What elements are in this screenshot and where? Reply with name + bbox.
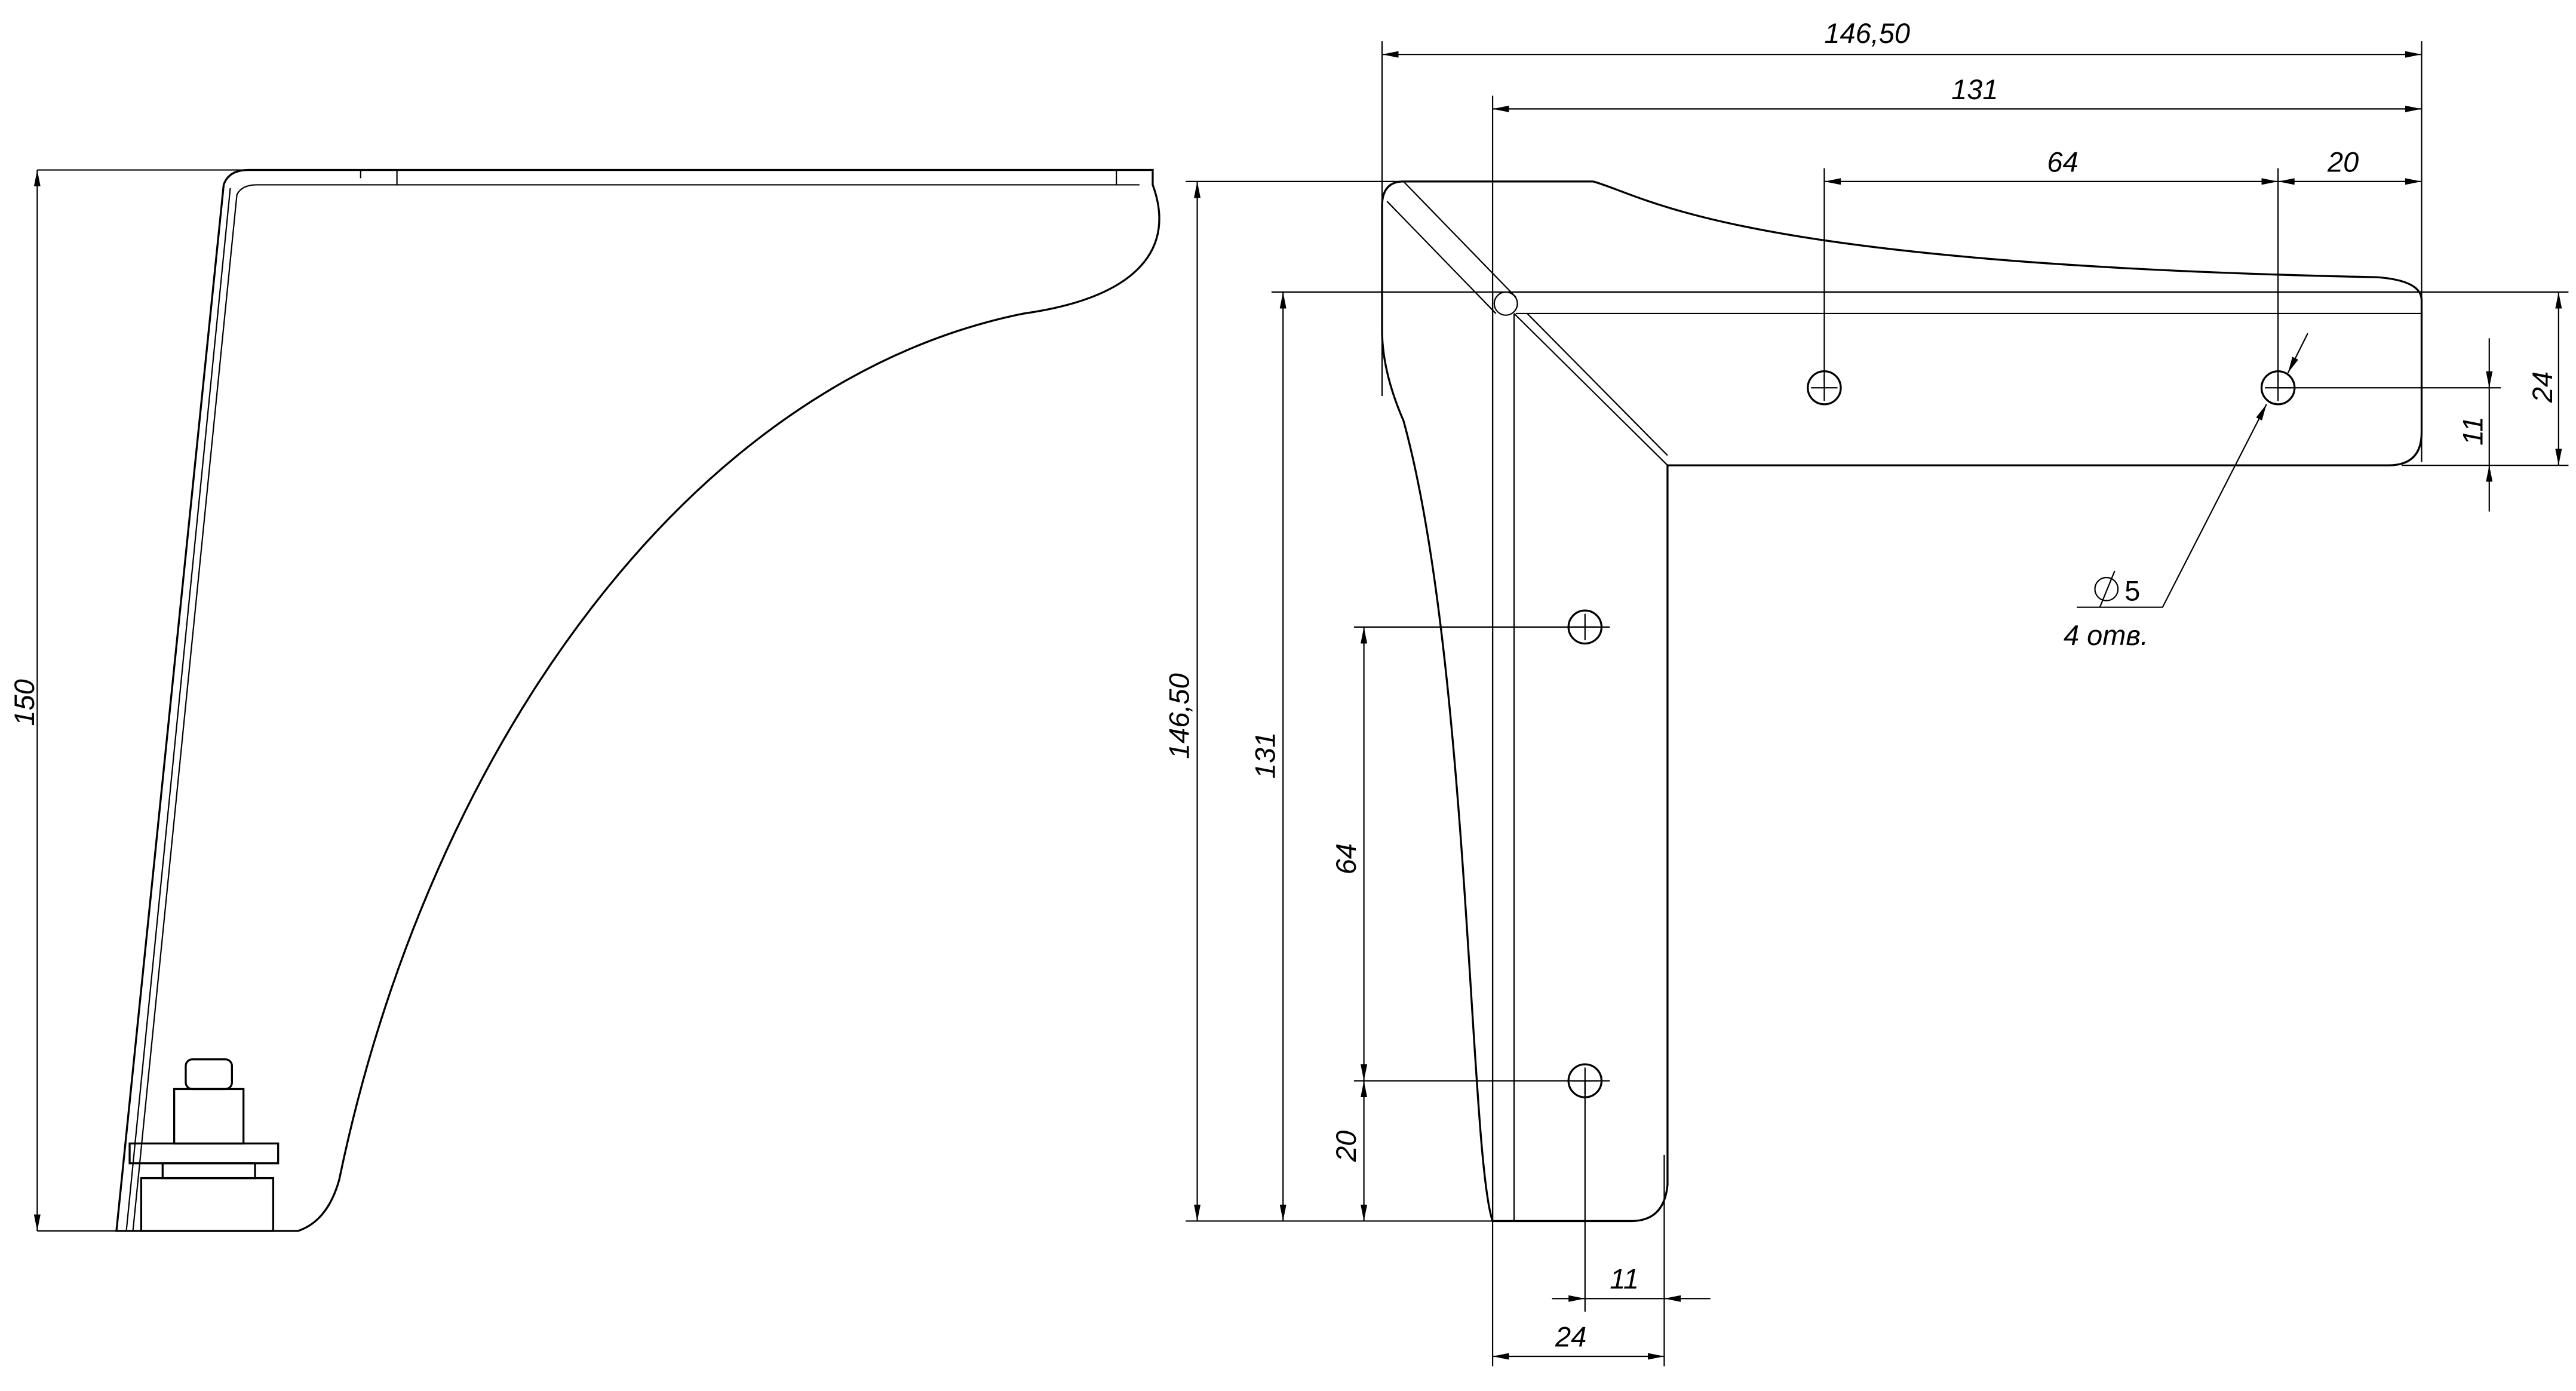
hole-count-label: 4 отв.: [2064, 619, 2148, 651]
top-overall-dim: 146,50: [1824, 17, 1910, 49]
left-inner-dim: 131: [1249, 732, 1281, 779]
left-overall-dim: 146,50: [1163, 673, 1195, 759]
front-view: 146,50 131 64 20 146,50 131 64 20 24 11 …: [1163, 17, 2569, 1367]
left-hole-spacing-dim: 64: [1330, 843, 1362, 874]
top-hole-spacing-dim: 64: [2047, 146, 2078, 177]
bracket-outline: [1381, 180, 2423, 1223]
bottom-hole-offset-dim: 11: [1610, 1263, 1639, 1295]
top-edge-offset-dim: 20: [2327, 146, 2359, 177]
height-dim-label: 150: [8, 679, 40, 726]
bottom-width-dim: 24: [1555, 1321, 1586, 1352]
right-hole-offset-dim: 11: [2457, 416, 2489, 446]
top-inner-dim: 131: [1951, 73, 1998, 105]
side-view: 150: [8, 168, 1160, 1232]
foot-adjuster: [128, 1058, 280, 1232]
leg-outline: [115, 168, 1160, 1232]
right-width-dim: 24: [2526, 371, 2558, 403]
mounting-holes: [1567, 370, 2296, 1098]
hole-diameter-label: 5: [2124, 575, 2140, 607]
diameter-symbol-icon: [2094, 570, 2119, 608]
left-edge-offset-dim: 20: [1330, 1131, 1362, 1162]
